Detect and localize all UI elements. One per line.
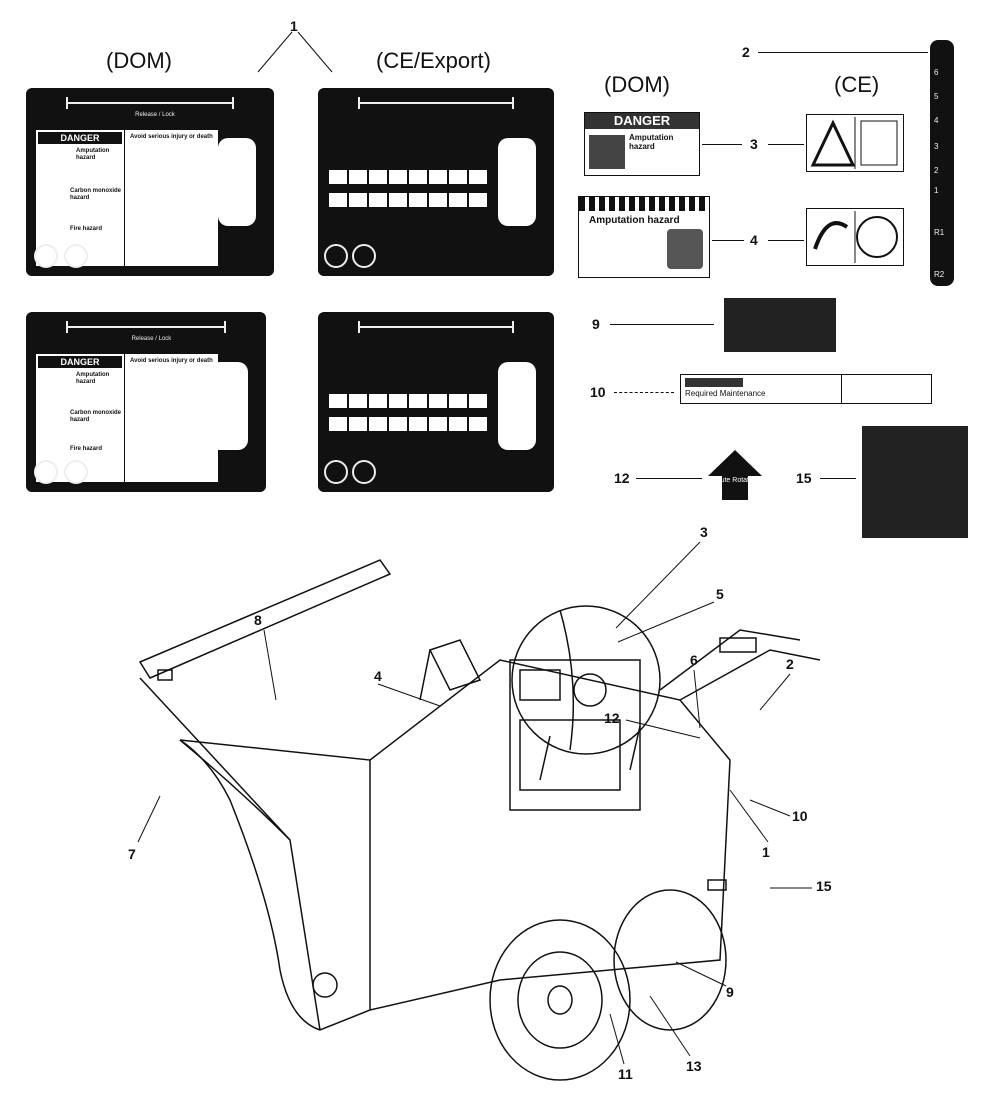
release-lock-label: Release / Lock	[135, 112, 175, 118]
speed-label-4: 4	[934, 116, 939, 125]
callout-2: 2	[786, 656, 794, 672]
avoid-injury-label: Avoid serious injury or death	[130, 358, 213, 364]
gauge-window	[498, 138, 536, 226]
callout-11: 11	[618, 1066, 633, 1082]
danger-label: DANGER	[38, 356, 122, 368]
decal-12-chute-arrow: Chute Rotation	[708, 450, 762, 500]
maint-title: Required Maintenance	[685, 389, 766, 398]
callout-3-top: 3	[750, 136, 758, 152]
avoid-injury-label: Avoid serious injury or death	[130, 134, 213, 140]
speed-label-1: 1	[934, 186, 939, 195]
control-panel-dom-2: Release / Lock DANGER Amputation hazard …	[26, 312, 266, 492]
chute-label: Chute Rotation	[712, 477, 759, 484]
callout-1-leader	[257, 31, 333, 73]
speed-label-3: 3	[934, 142, 939, 151]
decal-3-dom: DANGER Amputation hazard	[584, 112, 700, 176]
control-panel-ce-2	[318, 312, 554, 492]
decal-10-maintenance: Required Maintenance	[680, 374, 932, 404]
danger-sub: Amputation hazard	[629, 133, 674, 151]
callout-12: 12	[604, 710, 620, 726]
callout-3: 3	[700, 524, 708, 540]
decal-9	[724, 298, 836, 352]
gauge-window	[210, 362, 248, 450]
dom-header-right: (DOM)	[604, 72, 670, 97]
callout-5: 5	[716, 586, 724, 602]
callout-7: 7	[128, 846, 136, 862]
callout-2-top: 2	[742, 44, 750, 60]
callout-13: 13	[686, 1058, 702, 1074]
amputation-hazard-label: Amputation hazard	[76, 148, 110, 161]
ce-export-header: (CE/Export)	[376, 48, 491, 73]
amputation-hazard-label: Amputation hazard	[76, 372, 110, 385]
danger-label: DANGER	[38, 132, 122, 144]
callout-9-top: 9	[592, 316, 600, 332]
ce-header-right: (CE)	[834, 72, 880, 97]
speed-label-6: 6	[934, 68, 939, 77]
decal-3-ce	[806, 114, 904, 172]
dom-header-left: (DOM)	[106, 48, 172, 73]
callout-8: 8	[254, 612, 262, 628]
callout-1: 1	[762, 844, 770, 860]
callout-2-leader	[758, 52, 928, 53]
carbon-monoxide-label: Carbon monoxide hazard	[70, 188, 122, 201]
fire-hazard-label: Fire hazard	[70, 226, 103, 232]
gauge-window	[218, 138, 256, 226]
danger-title: DANGER	[585, 113, 699, 129]
warning-icon-grid	[328, 168, 504, 214]
snowblower-drawing	[138, 559, 821, 1081]
control-panel-dom-1: Release / Lock DANGER Amputation hazard …	[26, 88, 274, 276]
carbon-monoxide-label: Carbon monoxide hazard	[70, 410, 122, 423]
release-lock-label: Release / Lock	[131, 336, 172, 342]
callout-10-top: 10	[590, 384, 606, 400]
speed-label-5: 5	[934, 92, 939, 101]
callout-4: 4	[374, 668, 382, 684]
amp-title: Amputation hazard	[589, 215, 680, 226]
decal-4-dom: Amputation hazard	[578, 196, 710, 278]
decal-4-ce	[806, 208, 904, 266]
speed-label-2: 2	[934, 166, 939, 175]
fire-hazard-label: Fire hazard	[70, 446, 103, 452]
callout-10: 10	[792, 808, 808, 824]
callout-6: 6	[690, 652, 698, 668]
speed-label-R2: R2	[934, 270, 945, 279]
callout-1-top: 1	[290, 18, 298, 34]
callout-15-top: 15	[796, 470, 812, 486]
callout-12-top: 12	[614, 470, 630, 486]
warning-icon-grid	[328, 392, 504, 438]
callout-15: 15	[816, 878, 832, 894]
gauge-window	[498, 362, 536, 450]
decal-15	[862, 426, 968, 538]
speed-label-R1: R1	[934, 228, 945, 237]
callout-9: 9	[726, 984, 734, 1000]
callout-4-top: 4	[750, 232, 758, 248]
control-panel-ce-1	[318, 88, 554, 276]
